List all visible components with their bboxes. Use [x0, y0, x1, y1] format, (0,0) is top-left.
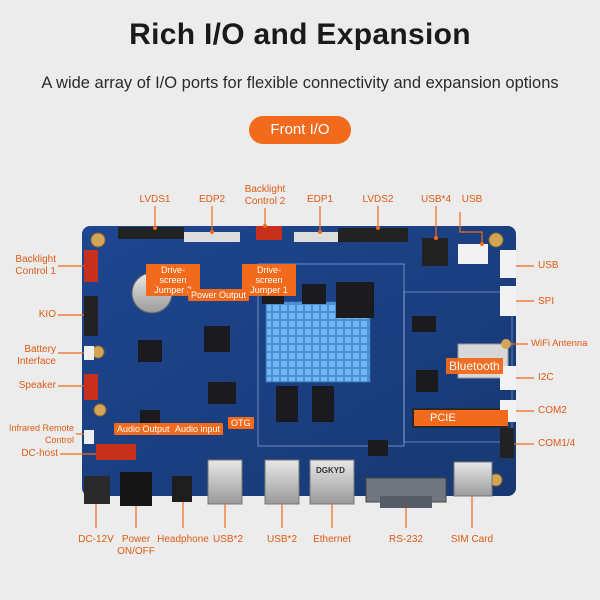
sim-slot [453, 461, 493, 497]
edp1-connector [294, 232, 344, 242]
label-usb4: USB*4 [420, 194, 452, 205]
label-kio: KIO [38, 309, 56, 320]
usb4-header [422, 238, 448, 266]
power-switch [120, 472, 152, 506]
com14-header [500, 428, 514, 458]
dc-jack [84, 476, 110, 504]
usb2-port-a [207, 459, 243, 505]
label-sim-card: SIM Card [450, 534, 494, 545]
label-rs232: RS-232 [389, 534, 423, 545]
label-headphone: Headphone [157, 534, 209, 545]
tag-otg: OTG [228, 417, 254, 429]
leader-lines [58, 206, 534, 528]
lvds1-connector [118, 227, 184, 239]
battery-connector [84, 346, 94, 360]
label-wifi-antenna: WiFi Antenna [531, 338, 588, 349]
label-lvds1: LVDS1 [139, 194, 171, 205]
label-infrared-remote-control: Infrared Remote Control [8, 423, 74, 445]
label-usb2-b: USB*2 [266, 534, 298, 545]
edp2-connector [184, 232, 240, 242]
usb-connector-right [500, 250, 516, 278]
tag-audio-output: Audio Output [114, 423, 173, 435]
usb2-port-b [264, 459, 300, 505]
speaker-connector [84, 374, 98, 400]
kio-header [84, 296, 98, 336]
i2c-connector [500, 366, 516, 390]
label-lvds2: LVDS2 [362, 194, 394, 205]
label-dc-12v: DC-12V [78, 534, 114, 545]
label-ethernet: Ethernet [313, 534, 351, 545]
label-backlight-control-1: Backlight Control 1 [15, 254, 56, 277]
backlight1-connector [84, 250, 98, 282]
wifi-antenna-connector [501, 339, 511, 349]
tag-drive-screen-jumper-1: Drive-screen Jumper 1 [242, 264, 296, 296]
label-edp2: EDP2 [198, 194, 226, 205]
label-dc-host: DC-host [21, 448, 58, 459]
front-io-badge: Front I/O [249, 116, 351, 144]
label-power-on-off: Power ON/OFF [117, 534, 155, 557]
tag-audio-input: Audio input [172, 423, 224, 435]
label-speaker: Speaker [18, 380, 56, 391]
label-usb-right: USB [538, 260, 559, 271]
tag-bluetooth: Bluetooth [446, 358, 503, 374]
tag-pcie: PCIE [414, 410, 508, 426]
page-subtitle: A wide array of I/O ports for flexible c… [41, 74, 559, 92]
page-title: Rich I/O and Expansion [129, 18, 471, 51]
lvds2-connector [338, 228, 408, 242]
usb-header-top [458, 244, 488, 264]
label-usb-top: USB [461, 194, 483, 205]
leader-dots [153, 224, 484, 246]
label-backlight-control-2: Backlight Control 2 [244, 184, 286, 207]
dc-host-connector [96, 444, 136, 460]
headphone-jack [172, 476, 192, 502]
ethernet-jack [309, 459, 355, 505]
label-edp1: EDP1 [306, 194, 334, 205]
label-usb2-a: USB*2 [212, 534, 244, 545]
ethernet-jack-print: DGKYD [316, 466, 345, 475]
backlight2-connector [256, 226, 282, 240]
spi-connector [500, 286, 516, 316]
label-com14: COM1/4 [538, 438, 576, 449]
mounting-holes [90, 232, 504, 487]
label-battery-interface: Battery Interface [17, 344, 56, 367]
label-i2c: I2C [538, 372, 554, 383]
rs232-body [380, 496, 432, 508]
ir-connector [84, 430, 94, 444]
label-spi: SPI [538, 296, 555, 307]
tag-power-output: Power Output [188, 289, 250, 301]
label-com2: COM2 [538, 405, 567, 416]
